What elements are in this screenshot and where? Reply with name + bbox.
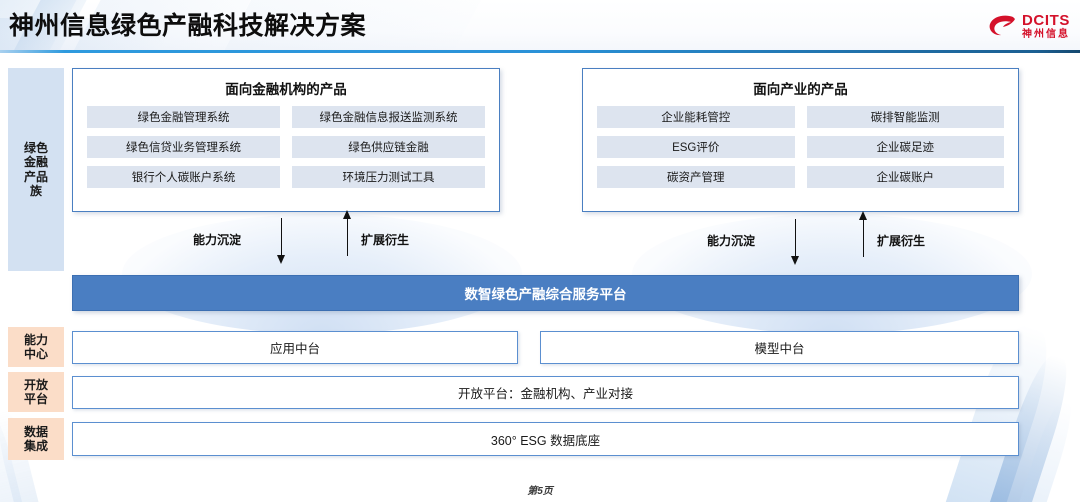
slide-header: 神州信息绿色产融科技解决方案 DCITS 神州信息: [0, 0, 1080, 53]
platform-label: 数智绿色产融综合服务平台: [464, 287, 627, 302]
product-chip[interactable]: 企业碳账户: [806, 166, 1004, 188]
panel-financial-institution-products: 面向金融机构的产品 绿色金融管理系统 绿色金融信息报送监测系统 绿色信贷业务管理…: [72, 68, 500, 212]
panel-industry-products: 面向产业的产品 企业能耗管控 碳排智能监测 ESG评价 企业碳足迹 碳资产管理 …: [582, 68, 1019, 212]
open-platform-box[interactable]: 开放平台：金融机构、产业对接: [72, 376, 1019, 409]
product-chip[interactable]: 碳排智能监测: [806, 106, 1004, 128]
logo-text-cn: 神州信息: [1022, 28, 1070, 40]
panel-title: 面向金融机构的产品: [225, 82, 347, 97]
capability-box-label: 模型中台: [754, 342, 805, 356]
sidebar-item-capability-center[interactable]: 能力 中心: [8, 327, 64, 367]
flow-arrow-down-right-icon: [791, 219, 799, 265]
product-chip[interactable]: 绿色金融信息报送监测系统: [292, 106, 485, 128]
capability-box-application-midend[interactable]: 应用中台: [72, 331, 518, 364]
logo-text-en: DCITS: [1022, 11, 1070, 29]
product-chip[interactable]: 绿色信贷业务管理系统: [87, 136, 280, 158]
flow-hill-left-decoration: [122, 214, 522, 334]
panel-chip-grid: 绿色金融管理系统 绿色金融信息报送监测系统 绿色信贷业务管理系统 绿色供应链金融…: [73, 98, 499, 188]
header-divider-rule: [0, 50, 1080, 53]
panel-title: 面向产业的产品: [753, 82, 848, 97]
sidebar-item-label: 数据 集成: [23, 424, 48, 453]
page-title: 神州信息绿色产融科技解决方案: [9, 12, 367, 40]
page-number: 第5页: [527, 486, 553, 497]
product-chip[interactable]: 碳资产管理: [597, 166, 795, 188]
product-chip[interactable]: 绿色金融管理系统: [87, 106, 280, 128]
sidebar-item-green-finance-products[interactable]: 绿色 金融 产品 族: [8, 68, 64, 271]
panel-chip-grid: 企业能耗管控 碳排智能监测 ESG评价 企业碳足迹 碳资产管理 企业碳账户: [583, 98, 1018, 188]
sidebar-item-label: 绿色 金融 产品 族: [23, 141, 48, 198]
flow-hill-right-decoration: [632, 214, 1032, 334]
flow-label-capability-precipitation-left: 能力沉淀: [193, 233, 242, 247]
platform-bar[interactable]: 数智绿色产融综合服务平台: [72, 275, 1019, 311]
sidebar-item-open-platform[interactable]: 开放 平台: [8, 372, 64, 412]
header-background: [0, 0, 1080, 53]
sidebar-item-label: 开放 平台: [23, 377, 48, 406]
flow-arrow-up-left-icon: [343, 210, 351, 256]
product-chip[interactable]: 绿色供应链金融: [292, 136, 485, 158]
product-chip[interactable]: 企业能耗管控: [597, 106, 795, 128]
data-foundation-box[interactable]: 360° ESG 数据底座: [72, 422, 1019, 456]
data-foundation-label: 360° ESG 数据底座: [490, 433, 601, 448]
sidebar-item-label: 能力 中心: [23, 332, 48, 361]
brand-logo: DCITS 神州信息: [987, 8, 1070, 44]
flow-label-expansion-derivation-left: 扩展衍生: [361, 233, 410, 247]
flow-label-capability-precipitation-right: 能力沉淀: [707, 234, 756, 248]
product-chip[interactable]: ESG评价: [597, 136, 795, 158]
sidebar-item-data-integration[interactable]: 数据 集成: [8, 418, 64, 460]
dcits-swirl-icon: [989, 15, 1015, 36]
capability-box-model-midend[interactable]: 模型中台: [540, 331, 1019, 364]
flow-arrow-up-right-icon: [859, 211, 867, 257]
product-chip[interactable]: 环境压力测试工具: [292, 166, 485, 188]
product-chip[interactable]: 银行个人碳账户系统: [87, 166, 280, 188]
flow-arrow-down-left-icon: [277, 218, 285, 264]
capability-box-label: 应用中台: [269, 342, 320, 356]
open-platform-label: 开放平台：金融机构、产业对接: [457, 387, 633, 401]
product-chip[interactable]: 企业碳足迹: [806, 136, 1004, 158]
flow-label-expansion-derivation-right: 扩展衍生: [877, 234, 926, 248]
